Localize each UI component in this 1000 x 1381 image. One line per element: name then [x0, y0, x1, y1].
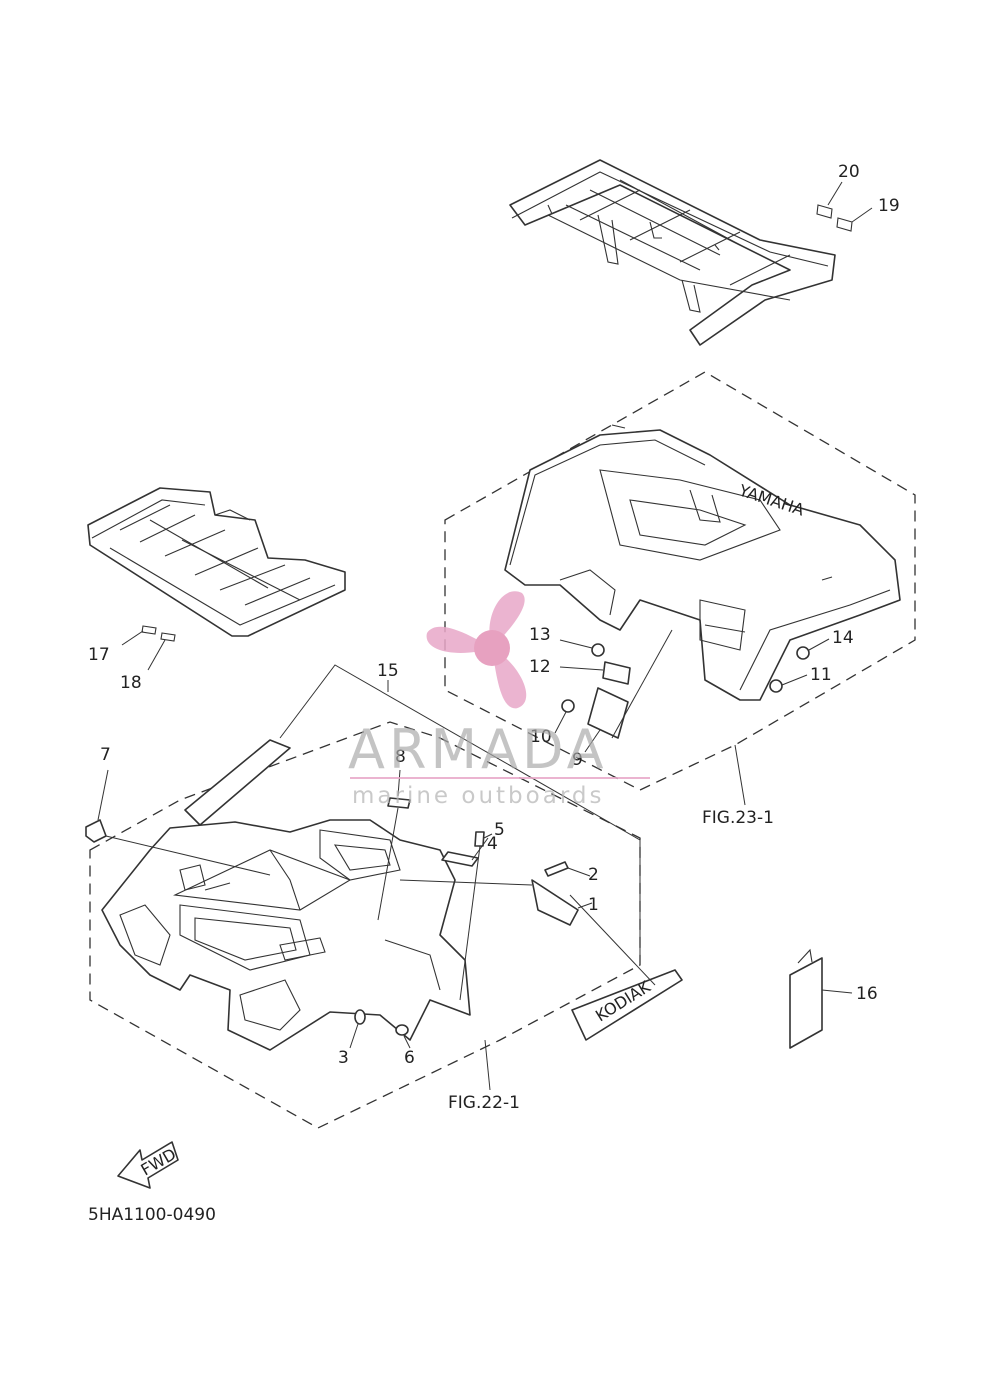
label-sticker-18 [160, 632, 176, 642]
plate-12 [602, 661, 631, 685]
bracket-1 [531, 879, 579, 926]
callout-19: 19 [878, 196, 900, 216]
callout-12: 12 [529, 657, 551, 677]
collar-10 [561, 699, 575, 713]
watermark-title: ARMADA [348, 718, 608, 781]
callout-17: 17 [88, 645, 110, 665]
rear-fender: YAMAHA [504, 424, 901, 701]
cover-9 [587, 687, 629, 739]
callout-10: 10 [530, 727, 552, 747]
callout-15: 15 [377, 661, 399, 681]
callout-4: 4 [487, 834, 498, 854]
label-sticker-20 [816, 204, 833, 219]
watermark-subtitle: marine outboards [352, 783, 604, 809]
nut-3 [354, 1009, 366, 1025]
label-sticker-17 [141, 625, 157, 635]
callout-5: 5 [494, 820, 505, 840]
callout-14: 14 [832, 628, 854, 648]
cap-7 [85, 819, 107, 843]
grommet-13 [591, 643, 605, 657]
callout-6: 6 [404, 1048, 415, 1068]
tag-16 [789, 948, 823, 1049]
clip-6 [395, 1024, 409, 1036]
front-carrier [87, 487, 346, 637]
plate-4 [441, 851, 479, 867]
decal-kodiak [571, 969, 683, 1041]
callout-18: 18 [120, 673, 142, 693]
callout-3: 3 [338, 1048, 349, 1068]
propeller-logo [426, 591, 527, 709]
callout-2: 2 [588, 865, 599, 885]
callout-7: 7 [100, 745, 111, 765]
screw-5 [474, 831, 485, 847]
protector-15 [184, 739, 291, 826]
front-fender [101, 819, 471, 1051]
watermark: ARMADA marine outboards [348, 591, 650, 809]
washer-14 [796, 646, 810, 660]
ref-rear-fig: FIG.23-1 [702, 808, 774, 828]
fwd-arrow: FWD [117, 1141, 179, 1189]
bolt-2 [544, 861, 569, 877]
diagram-code: 5HA1100-0490 [88, 1205, 216, 1225]
callout-8: 8 [395, 747, 406, 767]
callout-9: 9 [572, 750, 583, 770]
callout-20: 20 [838, 162, 860, 182]
washer-11 [769, 679, 783, 693]
callout-13: 13 [529, 625, 551, 645]
callout-1: 1 [588, 895, 599, 915]
ref-front-fig: FIG.22-1 [448, 1093, 520, 1113]
band-8 [387, 797, 411, 809]
callout-16: 16 [856, 984, 878, 1004]
callout-11: 11 [810, 665, 832, 685]
label-sticker-19 [836, 217, 853, 232]
rear-carrier [509, 159, 836, 346]
